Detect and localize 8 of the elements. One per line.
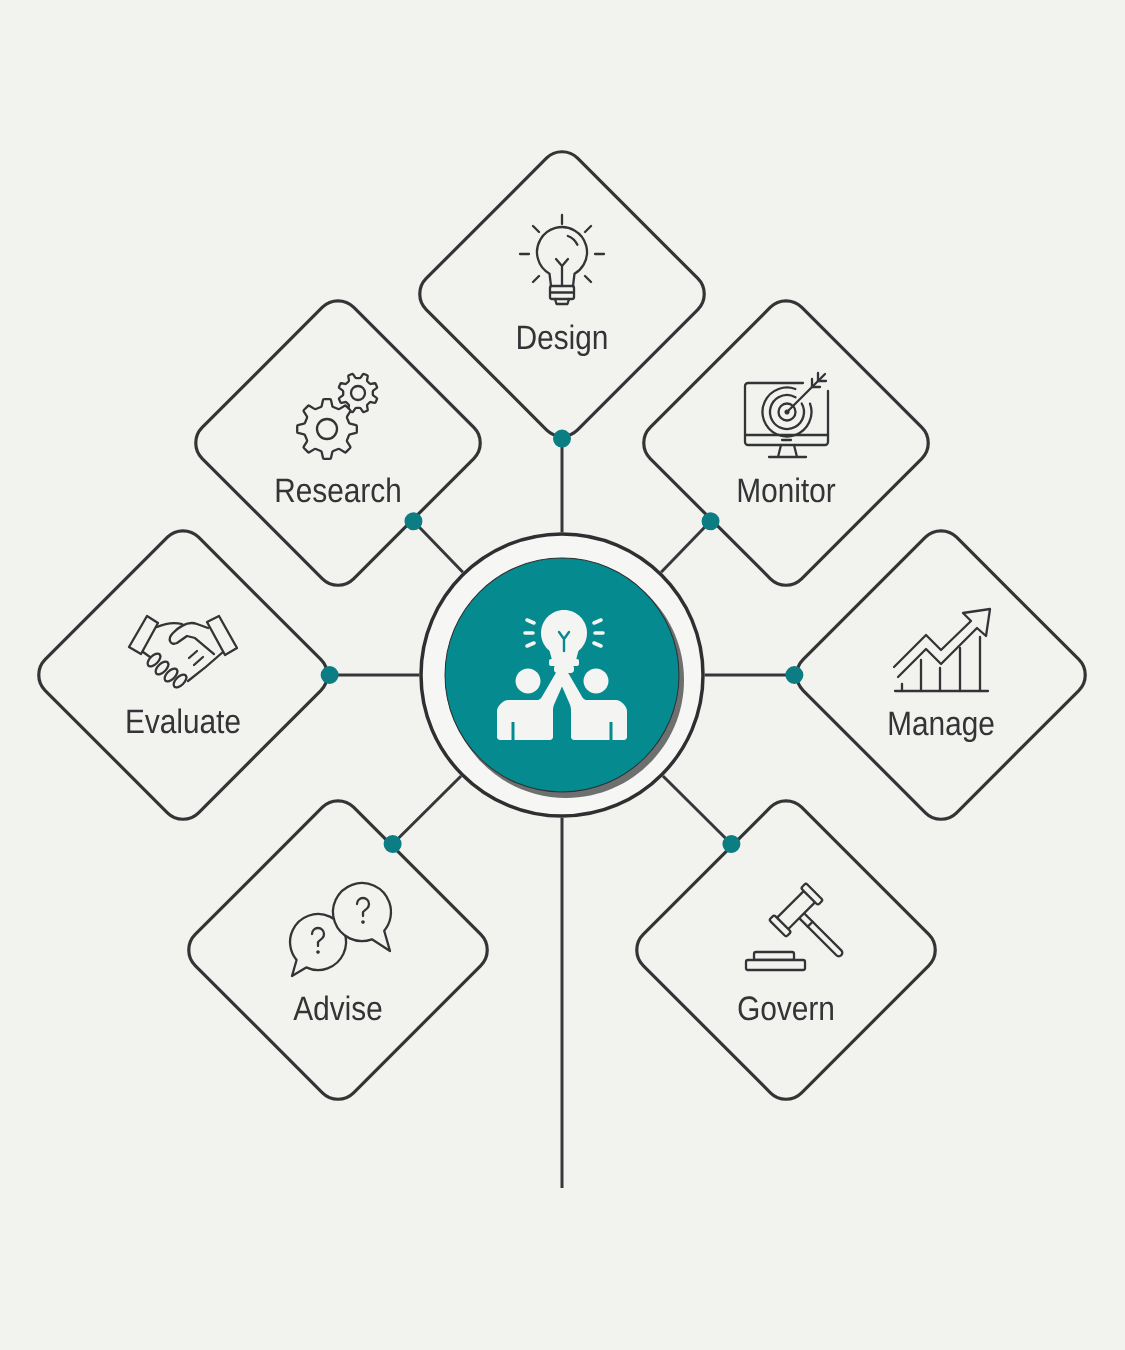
connector-line (661, 774, 741, 853)
connector-line (320, 666, 420, 684)
connector-line (704, 666, 804, 684)
connector-line (660, 512, 720, 574)
connector-line (383, 774, 463, 853)
connector-line (560, 817, 564, 1188)
connector-line (404, 512, 464, 574)
connector-line (553, 429, 571, 533)
